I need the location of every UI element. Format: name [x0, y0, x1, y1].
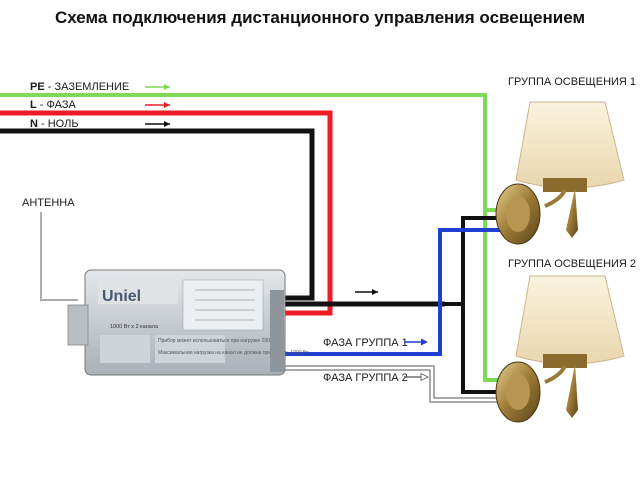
device-note1: Прибор может использоваться при нагрузке… — [158, 338, 281, 344]
lamp-group2 — [495, 275, 625, 423]
device-rating: 1000 Вт х 2 канала — [110, 324, 159, 330]
neutral-to-lamp2 — [461, 304, 500, 394]
diagram-title: Схема подключения дистанционного управле… — [54, 8, 586, 27]
pe-wire-branch — [483, 210, 500, 382]
phase-group2-label: ФАЗА ГРУППА 2 — [323, 372, 408, 384]
phase-l-wire — [0, 110, 333, 316]
neutral-n-wire — [0, 128, 315, 301]
lamp-group1 — [495, 101, 625, 245]
neutral-to-lamp1 — [445, 216, 500, 306]
phase-group2-wire — [285, 366, 500, 402]
l-arrow — [145, 102, 170, 108]
uniel-controller: Uniel 1000 Вт х 2 канала Прибор может ис… — [67, 269, 309, 376]
device-note2: Максимальная нагрузка на канал не должна… — [158, 350, 309, 356]
pe-arrow — [145, 84, 170, 90]
pe-wire — [0, 93, 500, 212]
phase-group1-label: ФАЗА ГРУППА 1 — [323, 337, 408, 349]
group2-arrow — [404, 372, 429, 382]
n-arrow — [145, 121, 170, 127]
neutral-output-arrow — [355, 289, 378, 295]
antenna-wire — [40, 212, 78, 301]
n-label: N - НОЛЬ — [30, 118, 79, 130]
pe-label: PE - ЗАЗЕМЛЕНИЕ — [30, 81, 129, 93]
light-group1-label: ГРУППА ОСВЕЩЕНИЯ 1 — [508, 76, 636, 88]
antenna-label: АНТЕННА — [22, 197, 75, 209]
l-label: L - ФАЗА — [30, 99, 76, 111]
brand-label: Uniel — [102, 288, 141, 305]
phase-group1-wire — [285, 228, 500, 356]
light-group2-label: ГРУППА ОСВЕЩЕНИЯ 2 — [508, 258, 636, 270]
group1-arrow — [404, 338, 428, 346]
